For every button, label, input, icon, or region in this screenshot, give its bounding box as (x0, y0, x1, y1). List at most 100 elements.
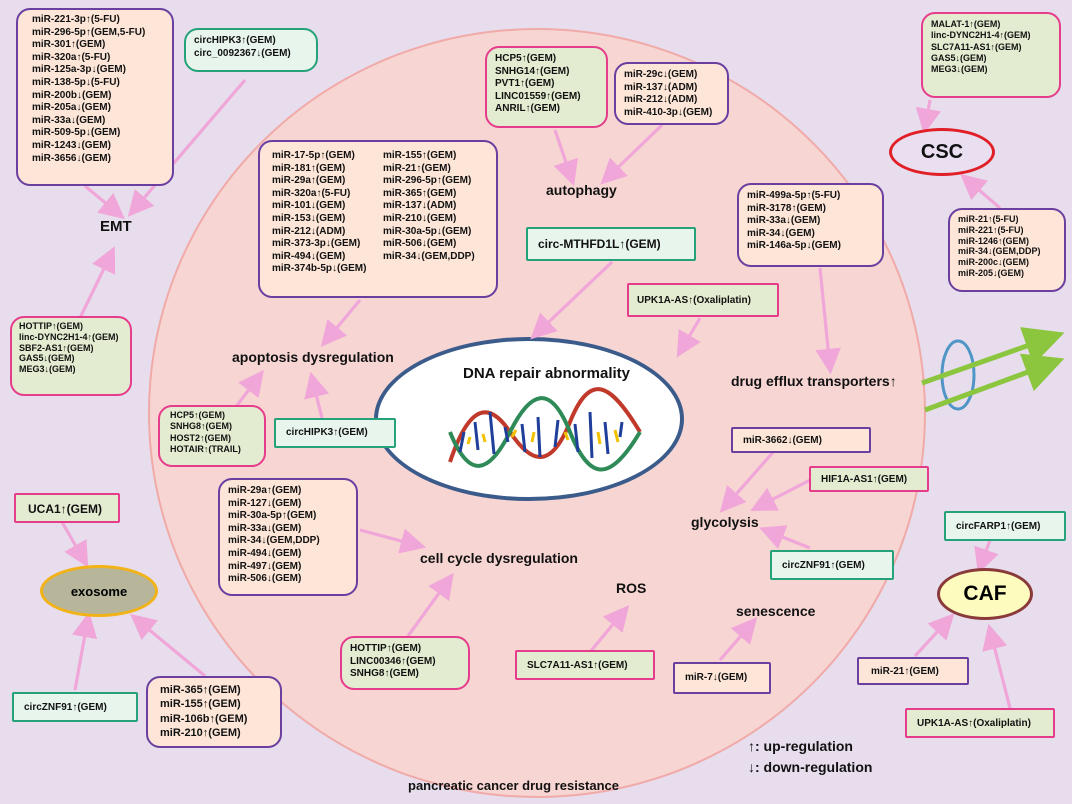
list-item: miR-33a↓(GEM) (32, 114, 106, 126)
caf-mirna-box: miR-21↑(GEM) (857, 657, 969, 685)
list-item: miR-212↓(ADM) (624, 94, 698, 106)
list-item: PVT1↑(GEM) (495, 78, 555, 90)
list-item: miR-365↑(GEM) (383, 187, 457, 199)
exosome-mirna-box: miR-365↑(GEM) miR-155↑(GEM)miR-106b↑(GEM)… (146, 676, 282, 748)
list-item: miR-106b↑(GEM) (160, 712, 248, 725)
list-item: SBF2-AS1↑(GEM) (19, 342, 94, 353)
apoptosis-circrna-box: circHIPK3↑(GEM) (274, 418, 396, 448)
caf-lncrna: UPK1A-AS↑(Oxaliplatin) (917, 718, 1031, 729)
caf-circrna: circFARP1↑(GEM) (956, 521, 1041, 532)
list-item: circHIPK3↑(GEM) (194, 35, 276, 46)
dna-lncrna: UPK1A-AS↑(Oxaliplatin) (637, 295, 751, 306)
caf-node: CAF (937, 568, 1033, 620)
apoptosis-circrna: circHIPK3↑(GEM) (286, 427, 368, 438)
autophagy-mirna-list: miR-29c↓(GEM)miR-137↓(ADM)miR-212↓(ADM)m… (624, 69, 719, 119)
list-item: miR-33a↓(GEM) (228, 522, 302, 534)
senescence-mirna-box: miR-7↓(GEM) (673, 662, 771, 694)
legend-up: ↑: up-regulation (748, 738, 853, 754)
arrow-csclncs-csc (915, 99, 941, 135)
list-item: SNHG8↑(GEM) (170, 421, 233, 432)
emt-mirna-box: miR-221-3p↑(5-FU)miR-296-5p↑(GEM,5-FU) mi… (16, 8, 174, 186)
emt-circrna-list: circHIPK3↑(GEM)circ_0092367↓(GEM) (194, 35, 308, 60)
list-item: miR-210↑(GEM) (160, 726, 241, 739)
list-item: miR-3178↑(GEM) (747, 202, 826, 214)
list-item: miR-200c↓(GEM) (958, 257, 1030, 268)
list-item: miR-373-3p↓(GEM) (272, 238, 361, 250)
list-item: miR-1246↑(GEM) (958, 235, 1030, 246)
list-item: miR-374b-5p↓(GEM) (272, 263, 367, 275)
list-item: miR-30a-5p↑(GEM) (228, 510, 317, 522)
list-item: miR-221-3p↑(5-FU) (32, 14, 120, 25)
cellcycle-mirna-box: miR-29a↑(GEM)miR-127↓(GEM)miR-30a-5p↑(GE… (218, 478, 358, 596)
arrow-exocirc-exo (71, 611, 98, 691)
csc-mirna-list: miR-21↑(5-FU)miR-221↑(5-FU)miR-1246↑(GEM… (958, 214, 1056, 279)
arrow-caflnc-caf (982, 623, 1012, 709)
list-item: ANRIL↑(GEM) (495, 103, 560, 115)
list-item: miR-320a↑(5-FU) (272, 187, 351, 199)
list-item: HCP5↑(GEM) (495, 53, 557, 64)
dna-lncrna-box: UPK1A-AS↑(Oxaliplatin) (627, 283, 779, 317)
caf-label: CAF (963, 582, 1007, 605)
emt-lncrna-list: HOTTIP↑(GEM)linc-DYNC2H1-4↑(GEM)SBF2-AS1… (19, 321, 123, 375)
cellcycle-lncrna-list: HOTTIP↑(GEM)LINC00346↑(GEM)SNHG8↑(GEM) (350, 643, 460, 681)
caf-mirna: miR-21↑(GEM) (871, 666, 939, 677)
list-item: linc-DYNC2H1-4↑(GEM) (931, 30, 1031, 41)
dna-repair-label: DNA repair abnormality (463, 365, 630, 382)
list-item: miR-153↓(GEM) (272, 212, 346, 224)
autophagy-lncrna-list: HCP5↑(GEM)SNHG14↑(GEM)PVT1↑(GEM)LINC0155… (495, 53, 598, 116)
list-item: miR-34↓(GEM,DDP) (958, 246, 1041, 257)
list-item: miR-21↑(5-FU) (958, 214, 1019, 224)
list-item: LINC00346↑(GEM) (350, 655, 436, 667)
exosome-mirna-list: miR-365↑(GEM) miR-155↑(GEM)miR-106b↑(GEM)… (160, 683, 268, 740)
exosome-lncrna-box: UCA1↑(GEM) (14, 493, 120, 523)
list-item: HCP5↑(GEM) (170, 410, 226, 420)
list-item: miR-125a-3p↓(GEM) (32, 64, 126, 76)
glycolysis-lncrna-box: HIF1A-AS1↑(GEM) (809, 466, 929, 492)
list-item: miR-34↓(GEM) (747, 227, 815, 239)
csc-label: CSC (920, 140, 964, 163)
cellcycle-mirna-list: miR-29a↑(GEM)miR-127↓(GEM)miR-30a-5p↑(GE… (228, 485, 348, 586)
ros-lncrna-box: SLC7A11-AS1↑(GEM) (515, 650, 655, 680)
efflux-label: drug efflux transporters↑ (731, 373, 897, 389)
list-item: miR-205↓(GEM) (958, 267, 1025, 278)
arrow-cafcirc-caf (974, 539, 999, 575)
autophagy-mirna-box: miR-29c↓(GEM)miR-137↓(ADM)miR-212↓(ADM)m… (614, 62, 729, 125)
list-item: miR-365↑(GEM) (160, 684, 241, 696)
dna-circrna: circ-MTHFD1L↑(GEM) (538, 237, 661, 251)
efflux-mirna-box: miR-499a-5p↑(5-FU)miR-3178↑(GEM)miR-33a↓… (737, 183, 884, 267)
emt-mirna-list: miR-221-3p↑(5-FU)miR-296-5p↑(GEM,5-FU) mi… (32, 14, 158, 165)
arrow-cafmir-caf (913, 613, 955, 658)
list-item: HOTTIP↑(GEM) (19, 321, 83, 331)
apoptosis-mirna-list-right: miR-155↑(GEM)miR-21↑(GEM)miR-296-5p↑(GEM… (383, 150, 484, 276)
list-item: miR-29c↓(GEM) (624, 69, 698, 80)
exosome-node: exosome (40, 565, 158, 617)
glycolysis-mirna: miR-3662↓(GEM) (743, 435, 822, 446)
apoptosis-mirna-box: miR-17-5p↑(GEM)miR-181↑(GEM)miR-29a↑(GEM… (258, 140, 498, 298)
list-item: miR-33a↓(GEM) (747, 215, 821, 227)
list-item: MALAT-1↑(GEM) (931, 19, 1001, 29)
glycolysis-lncrna: HIF1A-AS1↑(GEM) (821, 474, 908, 485)
exosome-label: exosome (70, 583, 128, 599)
ros-lncrna: SLC7A11-AS1↑(GEM) (527, 660, 628, 671)
apoptosis-lncrna-box: HCP5↑(GEM)SNHG8↑(GEM)HOST2↑(GEM)HOTAIR↑(… (158, 405, 266, 467)
dna-repair-ellipse (374, 337, 684, 501)
list-item: miR-155↑(GEM) (160, 698, 241, 711)
csc-lncrna-box: MALAT-1↑(GEM)linc-DYNC2H1-4↑(GEM)SLC7A11… (921, 12, 1061, 98)
glycolysis-label: glycolysis (691, 514, 759, 530)
list-item: HOST2↑(GEM) (170, 432, 232, 443)
list-item: miR-506↓(GEM) (383, 238, 457, 250)
list-item: miR-205a↓(GEM) (32, 102, 111, 114)
list-item: GAS5↓(GEM) (931, 52, 987, 63)
list-item: SLC7A11-AS1↑(GEM) (931, 41, 1022, 52)
list-item: miR-29a↑(GEM) (228, 485, 302, 496)
list-item: miR-296-5p↑(GEM,5-FU) (32, 26, 146, 38)
list-item: HOTAIR↑(TRAIL) (170, 443, 241, 454)
list-item: miR-410-3p↓(GEM) (624, 106, 713, 118)
list-item: miR-221↑(5-FU) (958, 224, 1024, 235)
csc-node: CSC (889, 128, 995, 176)
dna-circrna-box: circ-MTHFD1L↑(GEM) (526, 227, 696, 261)
list-item: circ_0092367↓(GEM) (194, 47, 291, 59)
list-item: miR-506↓(GEM) (228, 573, 302, 585)
list-item: MEG3↓(GEM) (931, 64, 988, 75)
